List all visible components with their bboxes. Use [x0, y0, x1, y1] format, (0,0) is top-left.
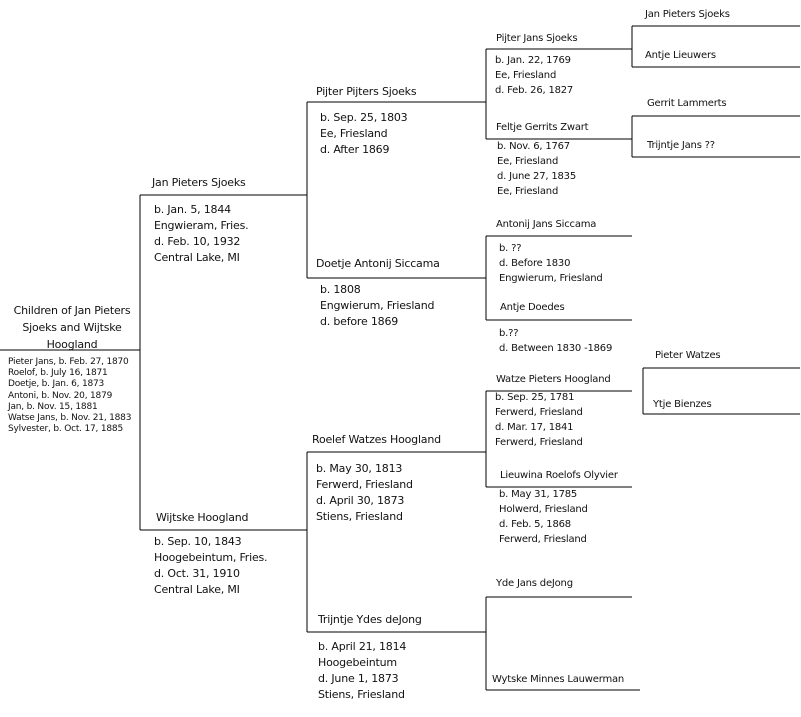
child-entry: Doetje, b. Jan. 6, 1873 — [8, 379, 105, 390]
detail-line: b. Sep. 10, 1843 — [154, 535, 242, 548]
detail-line: Ee, Friesland — [497, 156, 559, 167]
detail-line: Holwerd, Friesland — [499, 504, 588, 515]
great-grandparent-name: Lieuwina Roelofs Olyvier — [500, 470, 618, 481]
root-title: Children of Jan Pieters Sjoeks and Wijts… — [4, 302, 140, 353]
father-details: b. Jan. 5, 1844 Engwieram, Fries. d. Feb… — [154, 202, 249, 266]
great-grandparent-name: Antje Doedes — [500, 302, 565, 313]
detail-line: Ferwerd, Friesland — [495, 407, 583, 418]
detail-line: Ferwerd, Friesland — [499, 534, 587, 545]
great-grandparent-details: b. Nov. 6, 1767 Ee, Friesland d. June 27… — [497, 139, 576, 199]
detail-line: d. April 30, 1873 — [316, 494, 405, 507]
detail-line: b. Jan. 5, 1844 — [154, 203, 231, 216]
child-entry: Pieter Jans, b. Feb. 27, 1870 — [8, 357, 129, 367]
maternal-grandmother-name: Trijntje Ydes deJong — [318, 613, 422, 626]
great-great-grandparent-name: Trijntje Jans ?? — [647, 140, 715, 151]
detail-line: d. Feb. 5, 1868 — [499, 519, 571, 530]
detail-line: d. Mar. 17, 1841 — [495, 422, 574, 433]
detail-line: b.?? — [499, 328, 519, 339]
great-great-grandparent-name: Gerrit Lammerts — [647, 98, 727, 109]
child-entry: Watse Jans, b. Nov. 21, 1883 — [8, 413, 132, 424]
detail-line: Central Lake, MI — [154, 251, 240, 264]
detail-line: Hoogebeintum — [318, 656, 397, 669]
paternal-grandmother-details: b. 1808 Engwierum, Friesland d. before 1… — [320, 282, 434, 330]
detail-line: Stiens, Friesland — [318, 688, 405, 701]
great-grandparent-name: Wytske Minnes Lauwerman — [492, 674, 625, 685]
detail-line: d. June 1, 1873 — [318, 672, 399, 685]
detail-line: d. Feb. 10, 1932 — [154, 235, 241, 248]
great-grandparent-details: b. ?? d. Before 1830 Engwierum, Frieslan… — [499, 241, 603, 286]
great-grandparent-details: b. Jan. 22, 1769 Ee, Friesland d. Feb. 2… — [495, 53, 573, 98]
great-grandparent-details: b. Sep. 25, 1781 Ferwerd, Friesland d. M… — [495, 390, 583, 450]
detail-line: b. Sep. 25, 1781 — [495, 392, 575, 403]
great-grandparent-name: Yde Jans deJong — [496, 578, 573, 589]
detail-line: Ferwerd, Friesland — [316, 478, 413, 491]
detail-line: Engwierum, Friesland — [320, 299, 435, 312]
mother-name: Wijtske Hoogland — [156, 511, 249, 524]
detail-line: b. April 21, 1814 — [318, 640, 407, 653]
detail-line: Hoogebeintum, Fries. — [154, 551, 268, 564]
great-grandparent-details: b.?? d. Between 1830 -1869 — [499, 326, 612, 356]
child-entry: Roelof, b. July 16, 1871 — [8, 368, 108, 379]
detail-line: d. After 1869 — [320, 143, 390, 156]
great-grandparent-name: Feltje Gerrits Zwart — [496, 122, 589, 133]
father-name: Jan Pieters Sjoeks — [152, 176, 246, 189]
detail-line: d. Feb. 26, 1827 — [495, 85, 574, 96]
children-list: Pieter Jans, b. Feb. 27, 1870 Roelof, b.… — [8, 357, 131, 435]
detail-line: Central Lake, MI — [154, 583, 240, 596]
detail-line: b. Jan. 22, 1769 — [495, 55, 571, 66]
great-grandparent-details: b. May 31, 1785 Holwerd, Friesland d. Fe… — [499, 487, 588, 547]
detail-line: d. Before 1830 — [499, 258, 571, 269]
maternal-grandfather-name: Roelef Watzes Hoogland — [312, 433, 441, 446]
paternal-grandmother-name: Doetje Antonij Siccama — [316, 257, 440, 270]
detail-line: d. before 1869 — [320, 315, 399, 328]
detail-line: Stiens, Friesland — [316, 510, 403, 523]
mother-details: b. Sep. 10, 1843 Hoogebeintum, Fries. d.… — [154, 534, 268, 598]
detail-line: Engwieram, Fries. — [154, 219, 249, 232]
detail-line: Engwierum, Friesland — [499, 273, 603, 284]
detail-line: b. Sep. 25, 1803 — [320, 111, 408, 124]
detail-line: Ee, Friesland — [320, 127, 388, 140]
great-great-grandparent-name: Antje Lieuwers — [645, 50, 716, 61]
child-entry: Antoni, b. Nov. 20, 1879 — [8, 390, 113, 401]
paternal-grandfather-name: Pijter Pijters Sjoeks — [316, 85, 417, 98]
detail-line: d. Oct. 31, 1910 — [154, 567, 240, 580]
great-great-grandparent-name: Jan Pieters Sjoeks — [645, 9, 730, 20]
detail-line: Ee, Friesland — [497, 186, 559, 197]
root-title-line: Children of Jan Pieters — [13, 304, 131, 317]
great-great-grandparent-name: Ytje Bienzes — [653, 399, 712, 410]
paternal-grandfather-details: b. Sep. 25, 1803 Ee, Friesland d. After … — [320, 110, 408, 158]
detail-line: d. Between 1830 -1869 — [499, 343, 613, 354]
root-title-line: Hoogland — [46, 338, 98, 351]
detail-line: b. May 31, 1785 — [499, 489, 578, 500]
child-entry: Sylvester, b. Oct. 17, 1885 — [8, 424, 123, 435]
detail-line: Ferwerd, Friesland — [495, 437, 583, 448]
detail-line: b. Nov. 6, 1767 — [497, 141, 570, 152]
detail-line: b. May 30, 1813 — [316, 462, 403, 475]
detail-line: b. 1808 — [320, 283, 361, 296]
detail-line: b. ?? — [499, 243, 522, 254]
great-grandparent-name: Watze Pieters Hoogland — [496, 374, 611, 385]
great-grandparent-name: Antonij Jans Siccama — [496, 219, 597, 230]
maternal-grandfather-details: b. May 30, 1813 Ferwerd, Friesland d. Ap… — [316, 461, 413, 525]
detail-line: Ee, Friesland — [495, 70, 557, 81]
great-great-grandparent-name: Pieter Watzes — [655, 350, 721, 361]
root-title-line: Sjoeks and Wijtske — [22, 321, 122, 334]
detail-line: d. June 27, 1835 — [497, 171, 576, 182]
child-entry: Jan, b. Nov. 15, 1881 — [8, 401, 98, 412]
great-grandparent-name: Pijter Jans Sjoeks — [496, 33, 578, 44]
maternal-grandmother-details: b. April 21, 1814 Hoogebeintum d. June 1… — [318, 639, 406, 703]
